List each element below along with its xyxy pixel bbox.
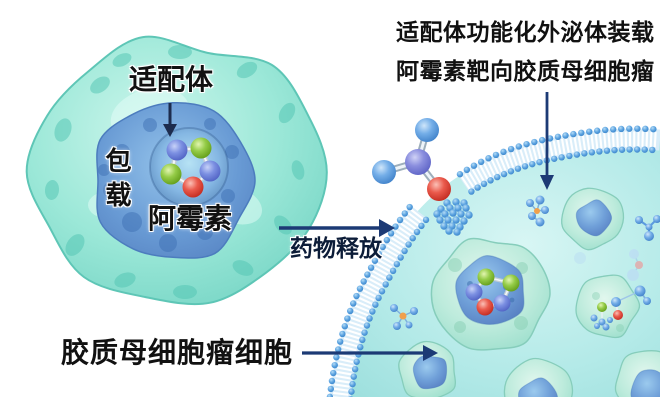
caption-line-1: 适配体功能化外泌体装载: [396, 20, 655, 46]
released-drug-dots: [433, 198, 473, 236]
drug-release-label: 药物释放: [290, 236, 382, 262]
aptamer-arrow: [163, 103, 177, 137]
targeting-arrow: [540, 92, 554, 190]
drug-release-arrow: [279, 219, 395, 237]
y-molecule-icon: [635, 215, 660, 241]
exosome-vesicle: [96, 101, 256, 259]
loading-label: 包载: [101, 147, 131, 215]
tumor-cell-top: [561, 187, 625, 251]
tumor-cell-with-molecule: [575, 274, 641, 339]
released-drug-molecule-icon: [372, 118, 451, 201]
faded-molecule-icon: [627, 249, 643, 281]
gbm-pointer-arrow: [302, 345, 438, 361]
caption: 适配体功能化外泌体装载 阿霉素靶向胶质母细胞瘤: [396, 14, 655, 92]
exosome-texture: [44, 45, 305, 299]
doxorubicin-label: 阿霉素: [148, 202, 233, 235]
doxorubicin-molecule-icon: [465, 268, 520, 316]
tumor-cell-main: [430, 237, 551, 351]
vesicle-texture: [98, 118, 239, 252]
tumor-cell-target: [398, 340, 457, 400]
vesicle-bubble: [574, 252, 586, 264]
glioblastoma-cell-membrane: [326, 125, 660, 403]
glioblastoma-cells-label: 胶质母细胞瘤细胞: [61, 336, 294, 369]
stick-molecule-icon: [634, 285, 651, 305]
orange-center-molecule-icon: [390, 304, 418, 330]
aptamer-molecule-icon: [526, 195, 549, 227]
loaded-doxorubicin-molecule-icon: [160, 137, 221, 198]
caption-line-2: 阿霉素靶向胶质母细胞瘤: [396, 59, 655, 85]
aptamer-label: 适配体: [129, 63, 214, 96]
